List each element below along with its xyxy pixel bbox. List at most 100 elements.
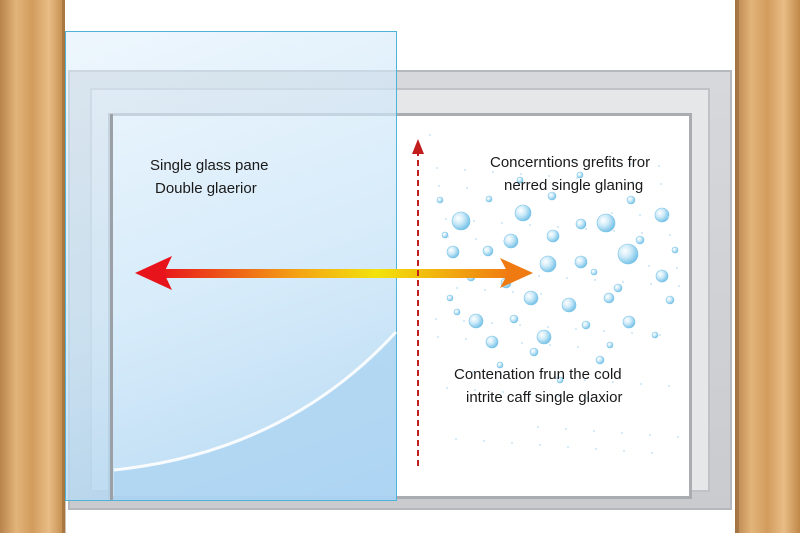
mist-speck bbox=[558, 395, 560, 397]
mist-speck bbox=[463, 320, 465, 322]
mist-speck bbox=[437, 336, 439, 338]
water-droplet bbox=[516, 176, 524, 184]
water-droplet bbox=[561, 297, 577, 313]
mist-speck bbox=[447, 236, 449, 238]
mist-speck bbox=[537, 426, 539, 428]
mist-speck bbox=[500, 373, 502, 375]
mist-speck bbox=[678, 285, 680, 287]
water-droplet bbox=[523, 290, 539, 306]
mist-speck bbox=[593, 430, 595, 432]
mist-speck bbox=[473, 220, 475, 222]
water-droplet bbox=[441, 231, 449, 239]
mist-speck bbox=[503, 240, 505, 242]
mist-speck bbox=[445, 218, 447, 220]
water-droplet bbox=[446, 245, 460, 259]
mist-speck bbox=[603, 330, 605, 332]
mist-speck bbox=[438, 185, 440, 187]
water-droplet bbox=[613, 283, 623, 293]
left-wood-trim bbox=[0, 0, 65, 533]
water-droplet bbox=[547, 191, 557, 201]
water-droplet bbox=[671, 246, 679, 254]
label-single-glazing-interior: intrite caff single glaxior bbox=[466, 389, 623, 406]
water-droplet bbox=[651, 331, 659, 339]
mist-speck bbox=[649, 434, 651, 436]
water-droplet bbox=[546, 229, 560, 243]
water-droplet bbox=[468, 313, 484, 329]
mist-speck bbox=[549, 344, 551, 346]
mist-speck bbox=[676, 267, 678, 269]
mist-speck bbox=[429, 134, 431, 136]
mist-speck bbox=[466, 187, 468, 189]
glass-reflection-curve bbox=[110, 114, 398, 500]
water-droplet bbox=[626, 195, 636, 205]
label-condensation-benefits: Concerntions grefits fror bbox=[490, 154, 651, 171]
mist-speck bbox=[677, 436, 679, 438]
mist-speck bbox=[565, 428, 567, 430]
mist-speck bbox=[668, 385, 670, 387]
water-droplet bbox=[655, 269, 669, 283]
mist-speck bbox=[566, 277, 568, 279]
mist-speck bbox=[650, 283, 652, 285]
mist-speck bbox=[622, 281, 624, 283]
water-droplet bbox=[446, 294, 454, 302]
water-droplet bbox=[595, 355, 605, 365]
mist-speck bbox=[574, 159, 576, 161]
mist-speck bbox=[577, 346, 579, 348]
mist-speck bbox=[456, 287, 458, 289]
mist-speck bbox=[512, 291, 514, 293]
mist-speck bbox=[575, 328, 577, 330]
mist-speck bbox=[475, 238, 477, 240]
mist-speck bbox=[519, 324, 521, 326]
water-droplet bbox=[539, 255, 557, 273]
mist-speck bbox=[613, 230, 615, 232]
label-condensation-cold: Contenation frun the cold bbox=[454, 366, 622, 383]
water-droplet bbox=[617, 243, 639, 265]
mist-speck bbox=[631, 332, 633, 334]
mist-speck bbox=[612, 381, 614, 383]
mist-speck bbox=[520, 173, 522, 175]
vertical-dashed-arrow bbox=[412, 139, 424, 466]
mist-speck bbox=[640, 383, 642, 385]
mist-speck bbox=[548, 175, 550, 177]
mist-speck bbox=[539, 444, 541, 446]
mist-speck bbox=[538, 275, 540, 277]
mist-speck bbox=[659, 334, 661, 336]
mist-speck bbox=[540, 293, 542, 295]
mist-speck bbox=[530, 393, 532, 395]
water-droplet bbox=[596, 213, 616, 233]
mist-speck bbox=[435, 318, 437, 320]
left-trim-shadow bbox=[62, 0, 66, 533]
water-droplet bbox=[514, 204, 532, 222]
water-droplet bbox=[436, 196, 444, 204]
water-droplet bbox=[482, 245, 494, 257]
water-droplet bbox=[556, 376, 564, 384]
mist-speck bbox=[491, 322, 493, 324]
mist-speck bbox=[585, 228, 587, 230]
mist-speck bbox=[648, 265, 650, 267]
mist-speck bbox=[611, 212, 613, 214]
right-wood-trim bbox=[735, 0, 800, 533]
mist-speck bbox=[455, 438, 457, 440]
water-droplet bbox=[575, 218, 587, 230]
mist-speck bbox=[529, 224, 531, 226]
mist-speck bbox=[641, 232, 643, 234]
water-droplet bbox=[503, 233, 519, 249]
mist-speck bbox=[465, 338, 467, 340]
water-droplet bbox=[453, 308, 461, 316]
mist-speck bbox=[658, 165, 660, 167]
mist-speck bbox=[521, 342, 523, 344]
water-droplet bbox=[496, 361, 504, 369]
mist-speck bbox=[660, 183, 662, 185]
label-single-glazing-note: nerred single glaning bbox=[504, 177, 644, 194]
condensation-droplets bbox=[429, 134, 680, 454]
mist-speck bbox=[651, 452, 653, 454]
mist-speck bbox=[594, 279, 596, 281]
right-trim-shadow bbox=[735, 0, 739, 533]
mist-speck bbox=[492, 171, 494, 173]
water-droplet bbox=[536, 329, 552, 345]
water-droplet bbox=[581, 320, 591, 330]
mist-speck bbox=[528, 375, 530, 377]
water-droplet bbox=[485, 195, 493, 203]
mist-speck bbox=[502, 391, 504, 393]
